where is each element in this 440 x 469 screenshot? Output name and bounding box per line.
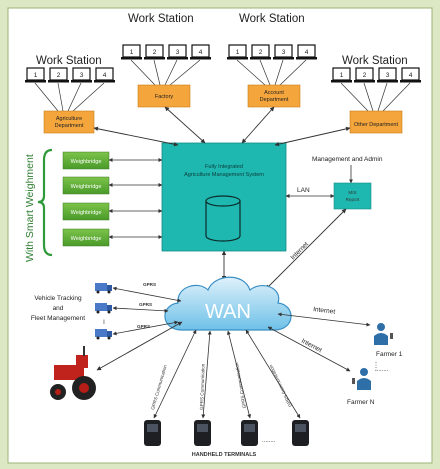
database-icon (205, 195, 241, 242)
svg-text:Fleet Management: Fleet Management (31, 315, 85, 322)
handheld-terminal-icon (292, 420, 309, 446)
svg-text:4: 4 (305, 49, 309, 56)
management-admin-label: Management and Admin (312, 156, 383, 163)
svg-text:4: 4 (199, 49, 203, 56)
factory-box (137, 84, 191, 108)
workstation-title: Work Station (36, 55, 102, 67)
svg-text:Weighbridge: Weighbridge (71, 236, 102, 242)
handheld-terminal-icon (144, 420, 161, 446)
monitor-row: 1 2 3 4 (121, 44, 211, 60)
svg-text:Department: Department (260, 97, 289, 103)
svg-text:Report: Report (346, 197, 361, 202)
wan-cloud: WAN (164, 276, 292, 331)
workstation-group-agriculture: Work Station 1 2 3 4 Agriculture Departm… (25, 55, 115, 134)
svg-text:1: 1 (34, 72, 38, 79)
svg-text:Agriculture Management System: Agriculture Management System (184, 172, 264, 178)
svg-text:3: 3 (176, 49, 180, 56)
svg-text:Other Department: Other Department (354, 122, 398, 128)
svg-text:2: 2 (57, 72, 61, 79)
workstation-group-account: Work Station 1 2 3 4 Account Department (227, 13, 317, 108)
svg-text:1: 1 (340, 72, 344, 79)
agriculture-department-box (43, 110, 95, 134)
svg-text:3: 3 (282, 49, 286, 56)
other-department-box (349, 110, 403, 134)
svg-text:GPRS: GPRS (137, 324, 150, 329)
svg-text:2: 2 (363, 72, 367, 79)
svg-text:........: ........ (375, 367, 389, 373)
svg-text:GPRS: GPRS (143, 282, 156, 287)
handheld-terminal-icon (194, 420, 211, 446)
svg-text:2: 2 (153, 49, 157, 56)
svg-text:Weighbridge: Weighbridge (71, 159, 102, 165)
svg-text:and: and (53, 305, 64, 312)
svg-text:Department: Department (55, 123, 84, 129)
handheld-terminals-label: HANDHELD TERMINALS (192, 452, 257, 458)
svg-text:1: 1 (236, 49, 240, 56)
truck-icon (95, 283, 112, 294)
svg-text:3: 3 (80, 72, 84, 79)
svg-text:3: 3 (386, 72, 390, 79)
lan-label: LAN (297, 187, 310, 194)
workstation-title: Work Station (342, 55, 408, 67)
svg-text:Weighbridge: Weighbridge (71, 184, 102, 190)
svg-text:........: ........ (262, 438, 276, 444)
svg-text:4: 4 (103, 72, 107, 79)
svg-text:Account: Account (264, 90, 284, 96)
svg-text:Factory: Factory (155, 94, 174, 100)
workstation-title: Work Station (239, 13, 305, 25)
svg-text:MIS: MIS (348, 190, 356, 195)
tractor-icon (50, 346, 96, 400)
internet-label: Internet (313, 306, 336, 316)
smart-weighment-brace (37, 148, 53, 257)
workstation-title: Work Station (128, 13, 194, 25)
gprs-communication-label: GPRS Communication (199, 363, 206, 410)
svg-text:Vehicle Tracking: Vehicle Tracking (34, 295, 82, 302)
farmer-n-label: Farmer N (347, 399, 375, 406)
svg-text:1: 1 (130, 49, 134, 56)
account-department-box (247, 84, 301, 108)
svg-text:Fully Integrated: Fully Integrated (205, 164, 243, 170)
svg-text:Weighbridge: Weighbridge (71, 210, 102, 216)
svg-text:GPRS: GPRS (139, 302, 152, 307)
workstation-group-factory: Work Station 1 2 3 4 Factory (121, 13, 211, 108)
mis-report-box (333, 182, 372, 210)
monitor-row: 1 2 3 4 (227, 44, 317, 60)
workstation-group-other: Work Station 1 2 3 4 Other Department (331, 55, 421, 134)
handheld-terminal-icon (241, 420, 258, 446)
monitor-row: 1 2 3 4 (25, 67, 115, 83)
monitor-row: 1 2 3 4 (331, 67, 421, 83)
truck-icon (95, 303, 112, 314)
weighbridge-list: Weighbridge Weighbridge Weighbridge Weig… (62, 151, 110, 247)
farmer-1-icon (374, 323, 393, 345)
farmer-1-label: Farmer 1 (376, 351, 403, 358)
svg-text:2: 2 (259, 49, 263, 56)
svg-text:Agriculture: Agriculture (56, 116, 82, 122)
farmer-n-icon (352, 368, 371, 390)
smart-weighment-label: With Smart Weighment (24, 154, 36, 262)
svg-text:WAN: WAN (205, 301, 251, 323)
svg-text:4: 4 (409, 72, 413, 79)
